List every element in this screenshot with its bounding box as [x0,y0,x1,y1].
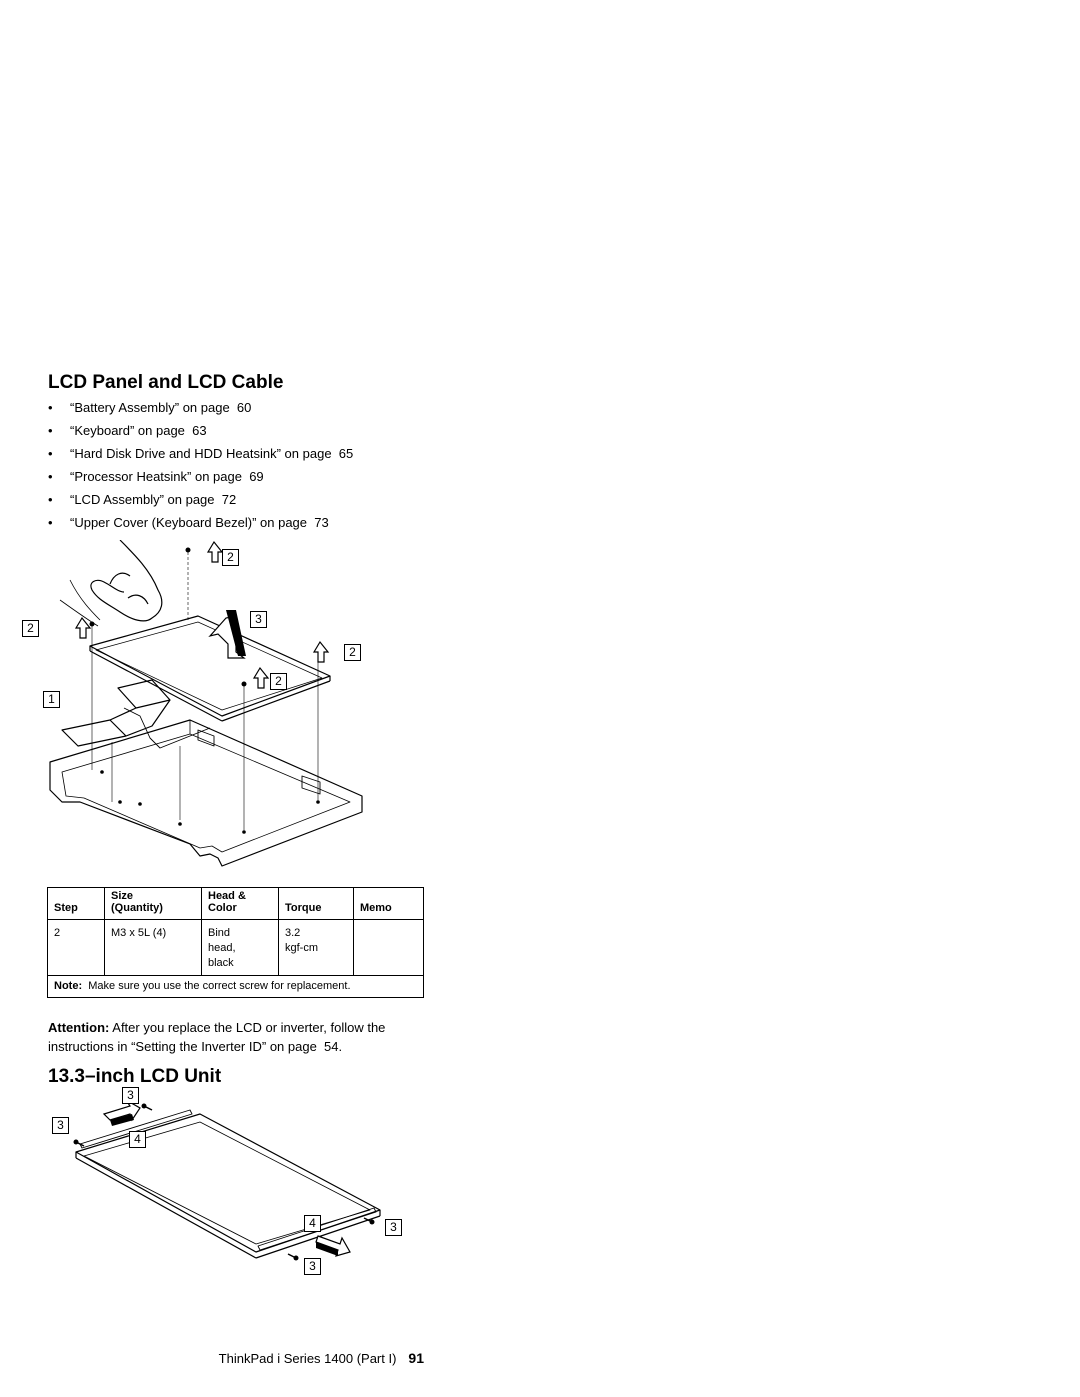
step-callout: 3 [250,611,267,628]
prerequisite-item: • “Processor Heatsink” on page 69 [48,467,353,490]
bullet-icon: • [48,515,53,530]
section-title: LCD Panel and LCD Cable [48,372,284,393]
cell-step: 2 [47,919,105,976]
bullet-icon: • [48,423,53,438]
screw-spec-table: Step Size(Quantity) Head &Color Torque M… [47,887,424,998]
prerequisite-text: “Hard Disk Drive and HDD Heatsink” on pa… [70,446,354,461]
prerequisite-item: • “Battery Assembly” on page 60 [48,398,353,421]
lcd-panel-removal-figure: 2 2 3 2 2 1 [22,540,380,870]
lcd-unit-drawing [73,1099,381,1261]
table-header-row: Step Size(Quantity) Head &Color Torque M… [47,887,424,920]
bullet-icon: • [48,446,53,461]
up-arrow-icon [252,666,270,689]
screw-icon [89,621,95,627]
step-callout: 3 [385,1219,402,1236]
step-callout: 2 [344,644,361,661]
subsection-title: 13.3–inch LCD Unit [48,1066,222,1087]
prerequisite-item: • “Upper Cover (Keyboard Bezel)” on page … [48,513,353,536]
table-note: Note: Make sure you use the correct scre… [47,975,424,998]
page-number: 91 [408,1350,424,1366]
attention-paragraph: Attention: After you replace the LCD or … [48,1018,428,1056]
attention-label: Attention: [48,1020,110,1035]
page-footer: ThinkPad i Series 1400 (Part I) 91 [219,1350,424,1366]
step-callout: 4 [129,1131,146,1148]
screw-icon [241,681,247,687]
lcd-panel-exploded-drawing [49,540,363,867]
cell-size: M3 x 5L (4) [104,919,202,976]
prerequisite-item: • “Hard Disk Drive and HDD Heatsink” on p… [48,444,353,467]
up-arrow-icon [206,540,224,563]
prerequisite-text: “Upper Cover (Keyboard Bezel)” on page 7… [70,515,329,530]
header-head-color: Head &Color [201,887,279,920]
cell-memo [353,919,424,976]
bullet-icon: • [48,492,53,507]
step-callout: 2 [22,620,39,637]
step-callout: 3 [52,1117,69,1134]
table-note-row: Note: Make sure you use the correct scre… [47,975,424,998]
footer-book-title: ThinkPad i Series 1400 (Part I) [218,1351,397,1366]
note-text: Make sure you use the correct screw for … [88,980,351,992]
up-arrow-icon [312,640,330,663]
slide-arrow-icon [315,1235,351,1257]
attention-text: After you replace the LCD or inverter, f… [48,1020,386,1054]
hand-outline [90,540,163,622]
header-torque: Torque [278,887,354,920]
header-size: Size(Quantity) [104,887,202,920]
step-callout: 4 [304,1215,321,1232]
lcd-unit-figure: 3 3 4 4 3 3 [40,1086,402,1281]
prerequisite-text: “LCD Assembly” on page 72 [70,492,237,507]
prerequisite-text: “Keyboard” on page 63 [70,423,207,438]
rear-cover [49,719,363,867]
note-label: Note: [54,980,83,992]
prerequisite-item: • “Keyboard” on page 63 [48,421,353,444]
step-callout: 1 [43,691,60,708]
lcd-panel [89,615,331,717]
header-step: Step [47,887,105,920]
header-memo: Memo [353,887,424,920]
lcd-cable [61,679,171,747]
bullet-icon: • [48,469,53,484]
prerequisite-text: “Battery Assembly” on page 60 [70,400,252,415]
prerequisite-item: • “LCD Assembly” on page 72 [48,490,353,513]
screw-icon [185,547,191,553]
prerequisite-text: “Processor Heatsink” on page 69 [70,469,264,484]
step-callout: 2 [222,549,239,566]
step-callout: 3 [304,1258,321,1275]
step-callout: 3 [122,1087,139,1104]
up-arrow-icon [74,616,92,639]
step-callout: 2 [270,673,287,690]
bullet-icon: • [48,400,53,415]
prerequisite-list: • “Battery Assembly” on page 60 • “Keyboar… [48,398,353,536]
